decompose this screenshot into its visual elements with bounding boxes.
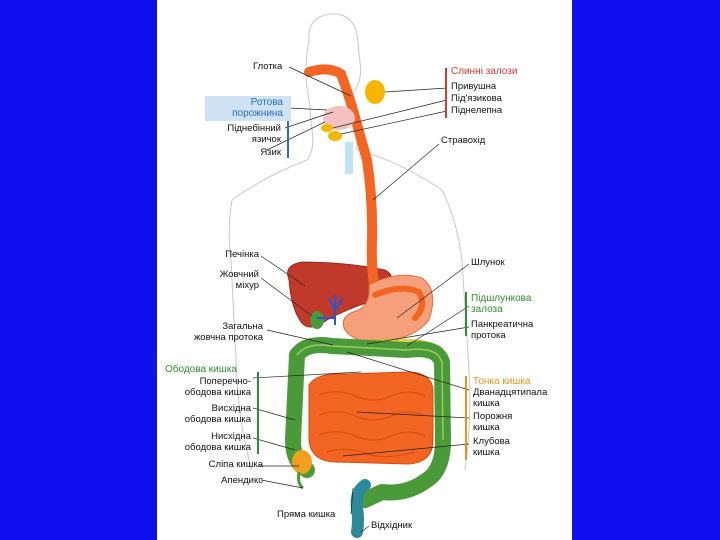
gallbladder <box>310 311 324 329</box>
label-jejunum: Порожня кишка <box>473 411 513 433</box>
appendix <box>297 471 304 490</box>
label-gallbladder: Жовчний міхур <box>219 269 259 291</box>
rectum <box>350 479 371 538</box>
esophagus <box>304 64 380 295</box>
label-salivary-glands: Слинні залози <box>451 66 518 77</box>
label-rectum: Пряма кишка <box>277 509 336 520</box>
slide: Глотка Слинні залози Привушна Під'язиков… <box>157 0 572 540</box>
label-pancreas: Підшлункова залоза <box>471 293 532 315</box>
colon-band <box>296 344 444 441</box>
small-intestine <box>308 371 434 465</box>
submandibular-gland <box>328 131 342 141</box>
label-uvula: Піднебінний язичок <box>227 123 281 145</box>
label-duodenum: Дванадцятипала кишка <box>473 387 548 409</box>
label-pancreatic-duct: Панкреатична протока <box>471 319 534 341</box>
cecum <box>292 450 312 474</box>
oral-cavity <box>323 106 355 130</box>
label-ascending-colon: Висхідна ободова кишка <box>184 403 251 425</box>
sublingual-gland <box>321 124 333 132</box>
leader-lines <box>252 66 470 533</box>
pancreas-group-bar <box>465 292 467 336</box>
label-colon: Ободова кишка <box>165 364 237 375</box>
trachea <box>345 142 353 174</box>
label-ileum: Клубова кишка <box>473 436 510 458</box>
parotid-gland <box>365 80 385 104</box>
label-descending-colon: Нисхідна ободова кишка <box>184 431 251 453</box>
body-outline <box>228 13 471 471</box>
label-sublingual: Під'язикова <box>451 93 502 104</box>
oral-cavity-highlight <box>205 96 291 121</box>
label-stomach: Шлунок <box>471 257 505 268</box>
stomach-wall <box>372 285 426 321</box>
label-parotid: Привушна <box>451 81 497 92</box>
label-liver: Печінка <box>225 249 259 260</box>
label-appendix: Апендикс <box>221 475 263 486</box>
label-esophagus: Стравохід <box>441 135 486 146</box>
digestive-system-diagram <box>228 13 471 538</box>
label-anus: Відхідник <box>371 520 413 531</box>
label-cecum: Сліпа кишка <box>208 459 263 470</box>
label-small-intestine: Тонка кишка <box>473 376 531 387</box>
colon-group-bar <box>257 372 259 454</box>
oral-group-bar <box>287 96 289 158</box>
label-common-bile-duct: Загальна жовчна протока <box>193 321 263 343</box>
label-tongue: Язик <box>260 147 281 158</box>
label-oral-cavity: Ротова порожнина <box>232 97 283 119</box>
small-intestine-group-bar <box>465 376 467 460</box>
label-pharynx: Глотка <box>253 61 283 72</box>
label-submandibular: Піднелепна <box>451 105 503 116</box>
label-transverse-colon: Поперечно- ободова кишка <box>184 376 251 398</box>
bile-duct <box>317 295 344 325</box>
salivary-group-bar <box>445 68 447 118</box>
